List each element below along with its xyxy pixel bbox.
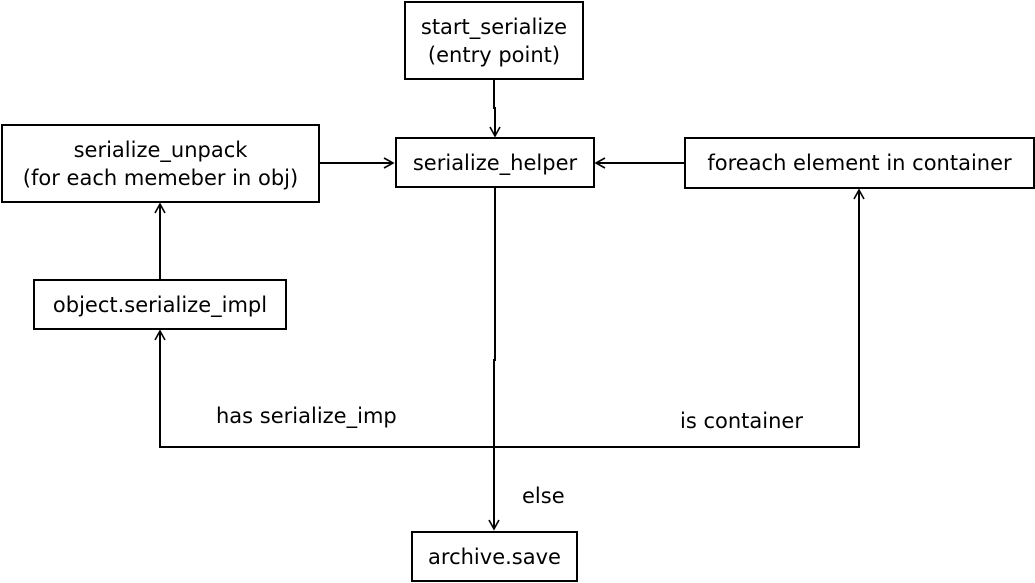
start-serialize-label: start_serialize [420, 14, 568, 39]
start-serialize-node: start_serialize (entry point) [404, 1, 584, 80]
archive-save-label: archive.save [428, 544, 561, 569]
edge-helper-to-impl [154, 329, 495, 448]
serialize-unpack-sublabel: (for each memeber in obj) [22, 165, 299, 190]
serialize-helper-label: serialize_helper [412, 150, 578, 175]
edge-start-to-helper [489, 80, 501, 138]
edge-label-is-container: is container [680, 409, 803, 433]
serialize-helper-node: serialize_helper [395, 137, 595, 188]
start-serialize-sublabel: (entry point) [427, 42, 561, 67]
object-serialize-impl-node: object.serialize_impl [33, 279, 287, 330]
serialize-unpack-label: serialize_unpack [73, 137, 248, 162]
edge-helper-to-foreach [495, 188, 865, 448]
serialize-unpack-node: serialize_unpack (for each memeber in ob… [1, 124, 320, 203]
edge-label-has-serialize-imp: has serialize_imp [216, 404, 397, 428]
object-serialize-impl-label: object.serialize_impl [52, 292, 268, 317]
foreach-element-node: foreach element in container [684, 137, 1035, 189]
edge-helper-to-save [488, 188, 500, 531]
foreach-element-label: foreach element in container [707, 151, 1012, 175]
archive-save-node: archive.save [411, 531, 578, 582]
edge-label-else: else [522, 484, 565, 508]
